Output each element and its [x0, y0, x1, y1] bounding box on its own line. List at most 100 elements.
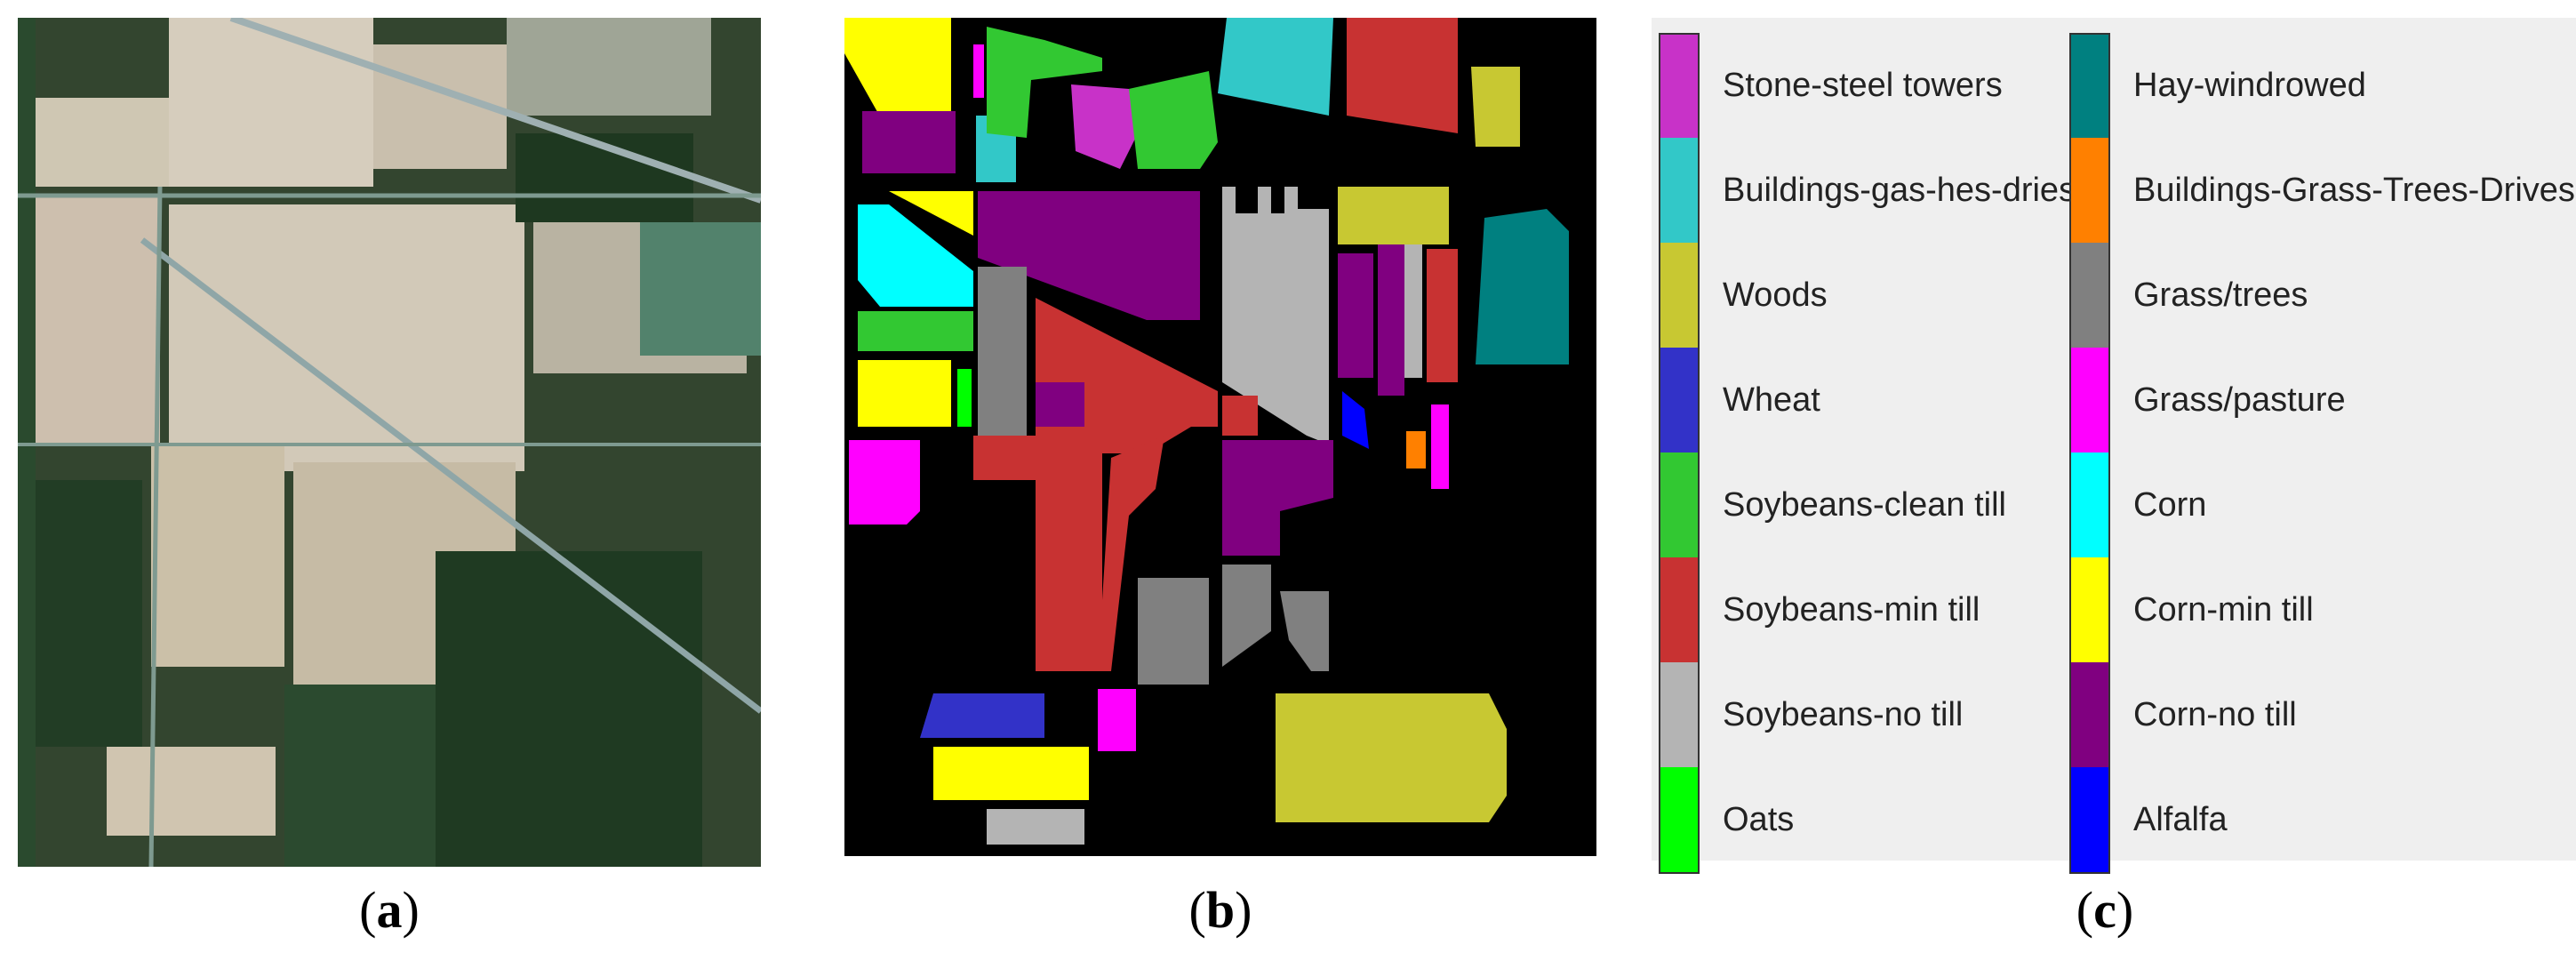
region-grass-trees — [1222, 565, 1271, 667]
region-soybeans-clean-till — [987, 27, 1102, 138]
region-soybeans-clean-till — [1129, 71, 1218, 169]
legend-item: Buildings-Grass-Trees-Drives — [2069, 138, 2575, 243]
legend-item: Oats — [1659, 767, 2121, 872]
legend-item: Corn-no till — [2069, 662, 2532, 767]
satellite-image — [18, 18, 761, 867]
legend-swatch — [2069, 662, 2110, 767]
legend-swatch — [2069, 557, 2110, 662]
forest — [18, 480, 142, 747]
legend-label: Soybeans-clean till — [1723, 486, 2006, 524]
region-corn — [858, 204, 973, 307]
road — [229, 18, 761, 204]
region-buildings — [1218, 18, 1333, 116]
legend-label: Hay-windrowed — [2133, 67, 2366, 104]
region-soybeans-clean-till — [858, 311, 973, 351]
region-corn-no-till — [1338, 253, 1373, 378]
legend-item: Soybeans-no till — [1659, 662, 2121, 767]
legend-label: Woods — [1723, 276, 1828, 314]
legend-label: Corn — [2133, 486, 2207, 524]
region-grass-pasture — [973, 44, 984, 98]
legend-item: Corn-min till — [2069, 557, 2532, 662]
region-grass-trees — [1138, 578, 1209, 685]
legend-swatch — [2069, 138, 2110, 243]
region-grass-trees — [1280, 591, 1329, 671]
field — [151, 444, 284, 667]
region-grass-trees — [978, 267, 1027, 436]
legend-label: Alfalfa — [2133, 801, 2228, 838]
road — [148, 186, 163, 867]
legend-item: Soybeans-clean till — [1659, 452, 2121, 557]
caption-a: (a) — [359, 881, 420, 939]
region-buildings-grass-trees — [1406, 431, 1426, 468]
legend-label: Corn-no till — [2133, 696, 2297, 733]
region-grass-pasture — [1098, 689, 1136, 751]
road — [140, 237, 761, 714]
region-woods — [1471, 67, 1520, 147]
region-stone-steel — [1071, 84, 1138, 169]
region-soybeans-min-till — [1222, 396, 1258, 436]
legend-label: Soybeans-min till — [1723, 591, 1980, 629]
legend-label: Soybeans-no till — [1723, 696, 1964, 733]
region-corn-min-till — [933, 747, 1089, 800]
forest — [18, 18, 36, 867]
region-corn-no-till — [1036, 382, 1084, 427]
legend-label: Buildings-gas-hes-dries — [1723, 172, 2076, 209]
legend-swatch — [2069, 767, 2110, 872]
legend-label: Corn-min till — [2133, 591, 2314, 629]
legend-swatch — [1659, 452, 1700, 557]
region-woods — [1276, 693, 1507, 822]
legend-swatch — [2069, 452, 2110, 557]
forest — [284, 685, 436, 867]
field — [640, 222, 761, 356]
caption-b: (b) — [1188, 881, 1252, 939]
region-hay-windrowed — [1476, 209, 1569, 364]
ground-truth-map — [844, 18, 1596, 856]
region-soybeans-min-till — [1098, 436, 1164, 671]
legend-label: Stone-steel towers — [1723, 67, 2003, 104]
field — [169, 18, 373, 187]
field — [36, 98, 169, 187]
region-soybeans-no-till — [987, 809, 1084, 845]
legend-label: Buildings-Grass-Trees-Drives — [2133, 172, 2575, 209]
legend-swatch — [1659, 662, 1700, 767]
legend-label: Wheat — [1723, 381, 1820, 419]
region-oats — [957, 369, 972, 427]
region-corn-no-till — [978, 191, 1200, 320]
field — [507, 18, 711, 116]
region-grass-pasture — [1431, 404, 1449, 489]
region-corn-no-till — [862, 111, 956, 173]
legend-swatch — [1659, 33, 1700, 138]
field — [169, 204, 524, 471]
legend-swatch — [1659, 243, 1700, 348]
region-soybeans-no-till — [1404, 244, 1422, 378]
satellite-image-drawing — [18, 18, 761, 867]
legend-label: Grass/pasture — [2133, 381, 2346, 419]
legend-item: Grass/trees — [2069, 243, 2532, 348]
legend-item: Alfalfa — [2069, 767, 2532, 872]
legend-item: Grass/pasture — [2069, 348, 2532, 452]
region-corn-no-till — [1378, 244, 1404, 396]
legend-swatch — [2069, 348, 2110, 452]
legend-label: Grass/trees — [2133, 276, 2308, 314]
legend-swatch — [1659, 767, 1700, 872]
legend-swatch — [1659, 557, 1700, 662]
legend-swatch — [2069, 33, 2110, 138]
caption-c: (c) — [2076, 881, 2134, 939]
legend-item: Stone-steel towers — [1659, 33, 2121, 138]
forest — [436, 551, 702, 867]
legend-item: Woods — [1659, 243, 2121, 348]
region-soybeans-min-till — [1427, 249, 1458, 382]
region-woods — [1338, 187, 1449, 244]
region-corn-min-till — [858, 360, 951, 427]
region-soybeans-min-till — [973, 298, 1218, 671]
legend-item: Corn — [2069, 452, 2532, 557]
region-soybeans-no-till — [1222, 187, 1329, 444]
field — [107, 747, 276, 836]
region-corn-min-till — [844, 18, 951, 124]
region-corn-min-till — [889, 191, 973, 236]
legend-swatch — [2069, 243, 2110, 348]
field — [18, 196, 160, 444]
legend-item: Soybeans-min till — [1659, 557, 2121, 662]
legend-item: Hay-windrowed — [2069, 33, 2532, 138]
